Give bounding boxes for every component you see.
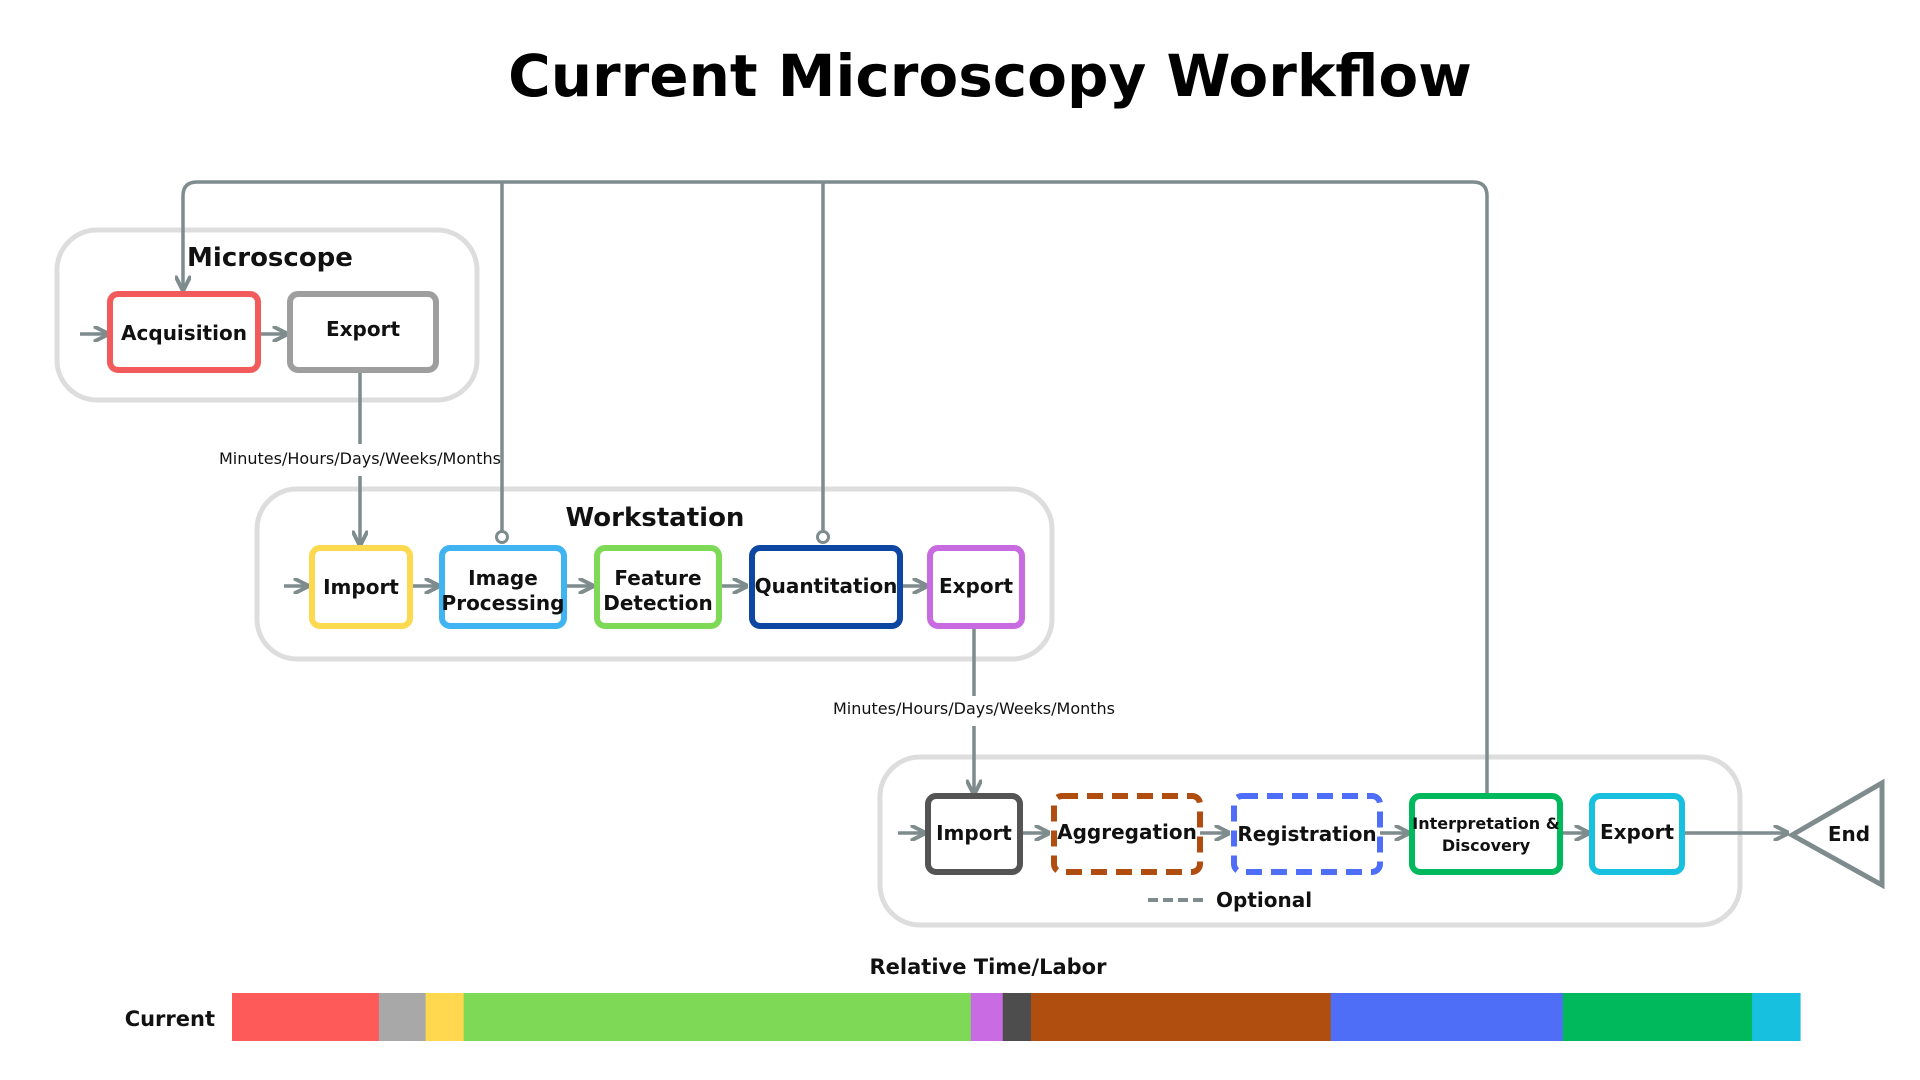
time-bar-segment-9 — [1562, 993, 1753, 1041]
node-workstation-import[interactable]: Import — [309, 545, 413, 629]
page-title: Current Microscopy Workflow — [508, 42, 1472, 110]
node-workstation-export-label: Export — [939, 574, 1013, 598]
time-bar-heading: Relative Time/Labor — [870, 955, 1108, 979]
node-interpretation-discovery[interactable]: Interpretation & Discovery — [1409, 793, 1563, 875]
transfer-label-1: Minutes/Hours/Days/Weeks/Months — [219, 449, 501, 468]
node-analysis-import[interactable]: Import — [925, 793, 1023, 875]
node-quantitation[interactable]: Quantitation — [749, 545, 903, 629]
time-bar-segment-10 — [1752, 993, 1801, 1041]
node-aggregation[interactable]: Aggregation — [1051, 793, 1203, 875]
time-bar-segment-8 — [1330, 993, 1564, 1041]
feedback-dot-image-processing — [495, 530, 509, 544]
time-bar-segment-4 — [463, 993, 972, 1041]
node-quantitation-label: Quantitation — [755, 574, 898, 598]
node-image-processing-label-1: Image — [468, 566, 538, 590]
time-bar-row-label: Current — [125, 1007, 215, 1031]
node-analysis-export[interactable]: Export — [1589, 793, 1685, 875]
node-end-label: End — [1828, 822, 1870, 846]
microscope-group-label: Microscope — [187, 243, 353, 273]
node-end[interactable]: End — [1786, 778, 1885, 890]
node-analysis-export-label: Export — [1600, 820, 1674, 844]
node-feature-detection[interactable]: Feature Detection — [594, 545, 722, 629]
node-aggregation-label: Aggregation — [1057, 820, 1197, 844]
node-acquisition[interactable]: Acquisition — [107, 291, 261, 373]
transfer-label-2: Minutes/Hours/Days/Weeks/Months — [833, 699, 1115, 718]
feedback-loop-line — [183, 180, 1489, 793]
time-bar-segment-6 — [1002, 993, 1032, 1041]
node-interpretation-label-2: Discovery — [1442, 836, 1531, 855]
node-microscope-export[interactable]: Export — [287, 291, 439, 373]
node-feature-detection-label-1: Feature — [614, 566, 701, 590]
node-workstation-export[interactable]: Export — [927, 545, 1025, 629]
feedback-dot-quantitation — [816, 530, 830, 544]
workstation-group-label: Workstation — [566, 503, 745, 533]
time-bar-segment-1 — [232, 993, 380, 1041]
node-workstation-import-label: Import — [323, 575, 399, 599]
node-analysis-import-label: Import — [936, 821, 1012, 845]
node-acquisition-label: Acquisition — [121, 321, 247, 345]
time-bar-segment-7 — [1031, 993, 1332, 1041]
time-bar-segment-5 — [970, 993, 1004, 1041]
node-interpretation-label-1: Interpretation & — [1412, 814, 1559, 833]
node-registration[interactable]: Registration — [1231, 793, 1383, 875]
node-feature-detection-label-2: Detection — [603, 591, 713, 615]
time-bar-segment-2 — [378, 993, 427, 1041]
optional-legend-label: Optional — [1216, 888, 1312, 912]
node-image-processing-label-2: Processing — [442, 591, 565, 615]
node-image-processing[interactable]: Image Processing — [439, 545, 567, 629]
node-microscope-export-label: Export — [326, 317, 400, 341]
node-registration-label: Registration — [1237, 822, 1376, 846]
time-bar-segment-3 — [425, 993, 465, 1041]
time-bar — [232, 993, 1801, 1041]
